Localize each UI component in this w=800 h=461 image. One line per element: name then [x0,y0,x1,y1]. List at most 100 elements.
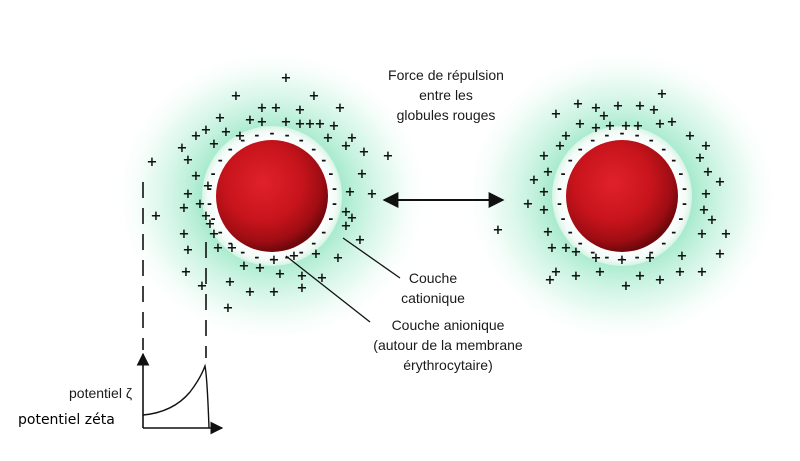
right-cation-sign: + [721,227,732,242]
left-cation-sign: + [367,187,378,202]
right-cation-sign: + [667,115,678,130]
repulsion-label-line1: Force de répulsion [388,67,504,83]
right-anion-sign: - [678,167,683,181]
left-anion-sign: - [332,181,337,195]
right-anion-sign: - [557,197,562,211]
left-cation-sign: + [177,141,188,156]
anionic-label-line3: érythrocytaire) [403,357,492,373]
right-cation-sign: + [595,265,606,280]
left-anion-sign: - [211,211,216,225]
right-cation-sign: + [697,227,708,242]
right-anion-sign: - [578,142,583,156]
right-cation-sign: + [545,273,556,288]
left-cation-sign: + [215,111,226,126]
right-anion-sign: - [557,181,562,195]
right-cation-sign: + [575,117,586,132]
right-anion-sign: - [678,211,683,225]
left-cation-sign: + [227,241,238,256]
right-anion-sign: - [682,181,687,195]
left-cation-sign: + [231,89,242,104]
left-cation-sign: + [347,211,358,226]
right-cation-sign: + [605,119,616,134]
right-cation-sign: + [645,251,656,266]
left-cation-sign: + [179,201,190,216]
left-anion-sign: - [285,128,290,142]
left-cation-sign: + [297,269,308,284]
right-cation-sign: + [655,273,666,288]
left-cation-sign: + [213,241,224,256]
repulsion-label-line3: globules rouges [397,107,496,123]
right-anion-sign: - [682,197,687,211]
right-anion-sign: - [661,236,666,250]
right-cation-sign: + [591,101,602,116]
right-cation-sign: + [703,165,714,180]
left-anion-sign: - [254,250,259,264]
right-anion-sign: - [561,167,566,181]
right-cation-sign: + [571,269,582,284]
left-cation-sign: + [359,145,370,160]
left-anion-sign: - [311,142,316,156]
potential-name-label: potentiel zéta [18,412,115,428]
right-anion-sign: - [635,128,640,142]
cationic-label-line2: cationique [401,290,465,306]
left-anion-sign: - [218,225,223,239]
left-anion-sign: - [207,197,212,211]
cationic-leader-line [342,237,401,279]
right-anion-sign: - [671,225,676,239]
right-cation-sign: + [523,197,534,212]
right-cation-sign: + [701,187,712,202]
left-anion-sign: - [228,142,233,156]
left-anion-sign: - [311,236,316,250]
left-anion-sign: - [228,236,233,250]
right-cation-sign: + [715,247,726,262]
left-cation-sign: + [209,227,220,242]
right-cation-sign: + [677,249,688,264]
left-cation-sign: + [191,169,202,184]
right-cation-sign: + [657,87,668,102]
left-cation-sign: + [269,253,280,268]
left-cation-sign: + [245,285,256,300]
left-cation-sign: + [179,227,190,242]
right-cation-sign: + [529,173,540,188]
right-cation-sign: + [561,129,572,144]
cationic-label-line1: Couche [409,270,457,286]
right-cation-sign: + [599,109,610,124]
left-cation-sign: + [183,153,194,168]
left-anion-sign: - [207,181,212,195]
right-cation-sign: + [547,241,558,256]
left-cation-sign: + [281,71,292,86]
left-cation-sign: + [235,129,246,144]
right-cation-sign: + [699,203,710,218]
left-cation-sign: + [329,119,340,134]
left-cation-sign: + [223,301,234,316]
left-cation-sign: + [295,117,306,132]
left-cation-sign: + [341,219,352,234]
left-cell-group: -------------------------- +++++++++++++… [112,46,432,346]
left-cation-sign: + [355,233,366,248]
left-cation-sign: + [275,267,286,282]
zeta-potential-graph [136,352,224,435]
left-cation-sign: + [295,103,306,118]
right-cation-sign: + [561,241,572,256]
left-cation-sign: + [341,139,352,154]
left-cation-sign: + [205,217,216,232]
left-cation-sign: + [289,249,300,264]
right-anion-sign: - [635,250,640,264]
anionic-leader-line [285,255,371,323]
left-anion-sign: - [332,197,337,211]
right-cation-sign: + [617,253,628,268]
right-cation-sign: + [675,265,686,280]
right-cell-group: -------------------------- +++++++++++++… [462,46,782,346]
left-cation-sign: + [197,279,208,294]
right-cation-sign: + [591,251,602,266]
right-cation-sign: + [493,223,504,238]
left-cation-sign: + [311,247,322,262]
left-cation-sign: + [245,113,256,128]
left-cation-layer: ++++++++++++++++++++++++++++++++++++++++… [147,71,394,316]
anionic-label-line1: Couche anionique [392,317,505,333]
right-cation-sign: + [543,165,554,180]
right-cation-sign: + [551,265,562,280]
left-anion-sign: - [299,245,304,259]
left-cation-sign: + [309,89,320,104]
